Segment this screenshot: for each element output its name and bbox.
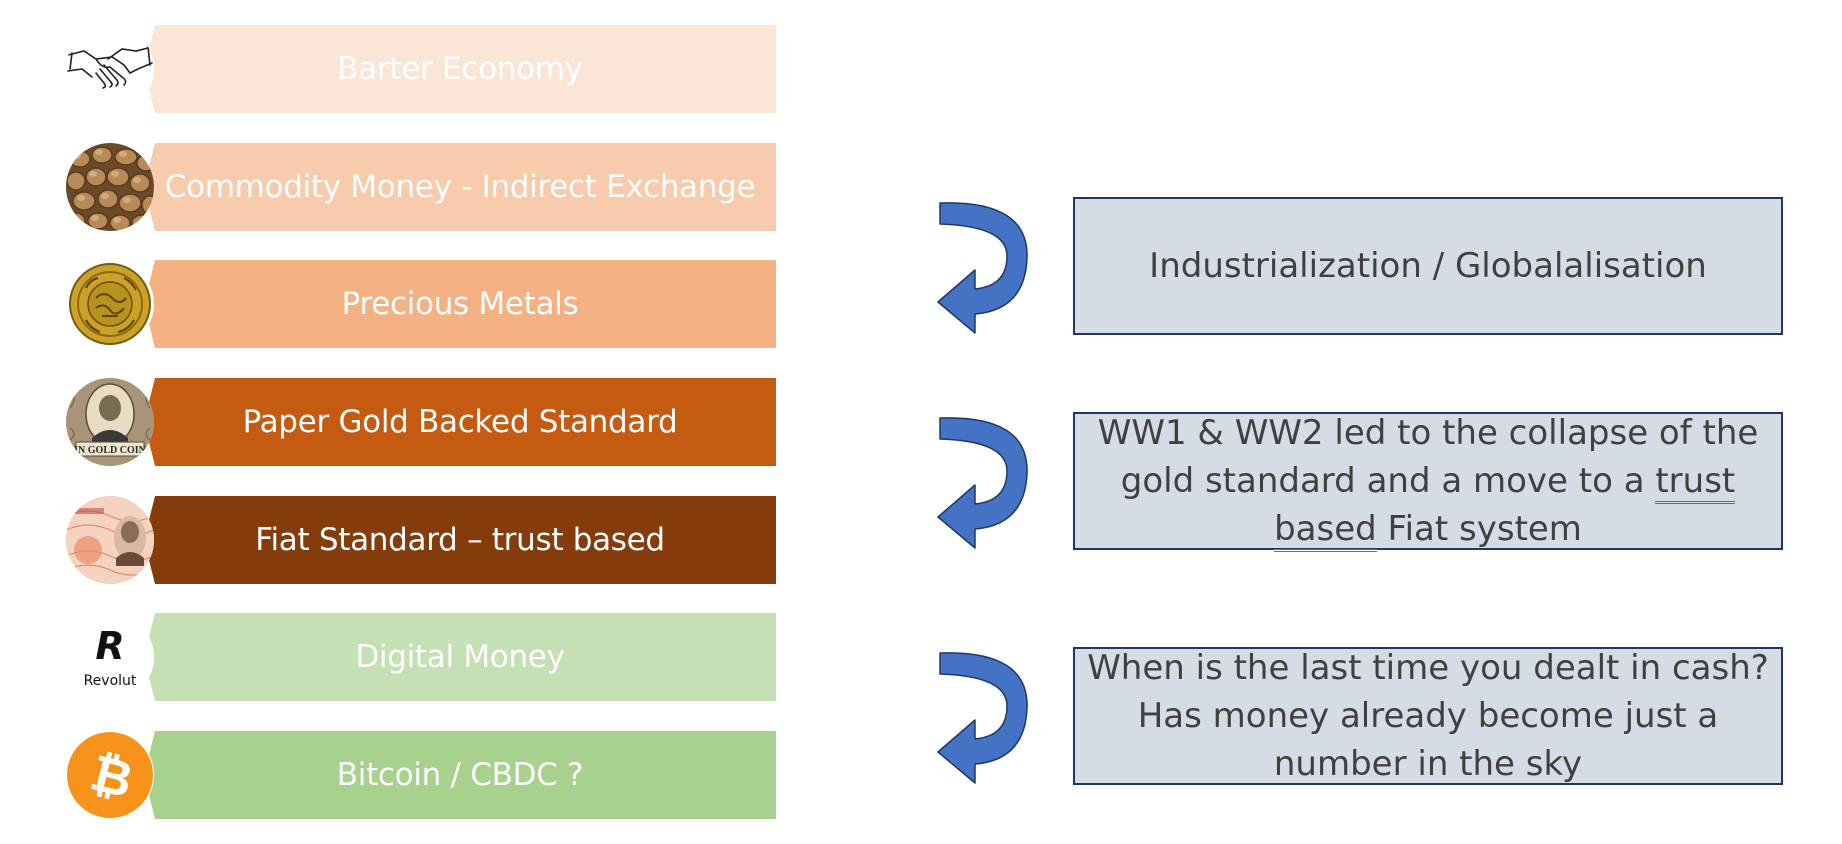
note-underlined-text: trust based [1274, 461, 1736, 552]
stage-commodity-money: Commodity Money - Indirect Exchange [66, 143, 776, 231]
curved-arrow-icon [935, 650, 1029, 784]
stage-digital-money: Digital Money R Revolut [66, 613, 776, 701]
stage-bar: Paper Gold Backed Standard [144, 378, 776, 466]
hazelnuts-icon [66, 143, 154, 231]
stage-bar: Commodity Money - Indirect Exchange [144, 143, 776, 231]
note-cash-question: When is the last time you dealt in cash?… [1073, 647, 1783, 785]
stage-label: Bitcoin / CBDC ? [336, 757, 584, 793]
stage-label: Commodity Money - Indirect Exchange [164, 169, 756, 205]
stage-paper-gold-backed: Paper Gold Backed Standard IN GOLD COIN [66, 378, 776, 466]
handshake-icon [66, 25, 154, 113]
revolut-letter: R [95, 624, 124, 668]
stage-bar: Barter Economy [144, 25, 776, 113]
note-text-before: WW1 & WW2 led to the collapse of the gol… [1097, 413, 1759, 501]
note-text: WW1 & WW2 led to the collapse of the gol… [1085, 409, 1771, 553]
stage-bar: Fiat Standard – trust based [144, 496, 776, 584]
gold-certificate-icon: IN GOLD COIN [66, 378, 154, 466]
note-industrialization: Industrialization / Globalalisation [1073, 197, 1783, 335]
stage-label: Paper Gold Backed Standard [242, 404, 678, 440]
stage-barter-economy: Barter Economy [66, 25, 776, 113]
stage-label: Precious Metals [341, 286, 579, 322]
gold-coin-icon [66, 260, 154, 348]
note-world-wars: WW1 & WW2 led to the collapse of the gol… [1073, 409, 1783, 553]
certificate-text: IN GOLD COIN [74, 445, 146, 456]
banknote-icon [66, 496, 154, 584]
stage-label: Fiat Standard – trust based [255, 522, 665, 558]
stage-precious-metals: Precious Metals [66, 260, 776, 348]
stage-label: Digital Money [355, 639, 565, 675]
stage-fiat-standard: Fiat Standard – trust based [66, 496, 776, 584]
stage-bar: Digital Money [144, 613, 776, 701]
stage-bitcoin-cbdc: Bitcoin / CBDC ? ₿ [66, 731, 776, 819]
stage-label: Barter Economy [337, 51, 583, 87]
revolut-label: Revolut [84, 673, 137, 689]
curved-arrow-icon [935, 200, 1029, 334]
stage-bar: Precious Metals [144, 260, 776, 348]
stage-bar: Bitcoin / CBDC ? [144, 731, 776, 819]
curved-arrow-icon [935, 415, 1029, 549]
note-text-after: Fiat system [1376, 509, 1582, 549]
note-text: Industrialization / Globalalisation [1149, 246, 1707, 286]
note-text: When is the last time you dealt in cash?… [1087, 648, 1769, 784]
revolut-logo-icon: R Revolut [66, 613, 154, 701]
bitcoin-icon: ₿ [66, 731, 154, 819]
